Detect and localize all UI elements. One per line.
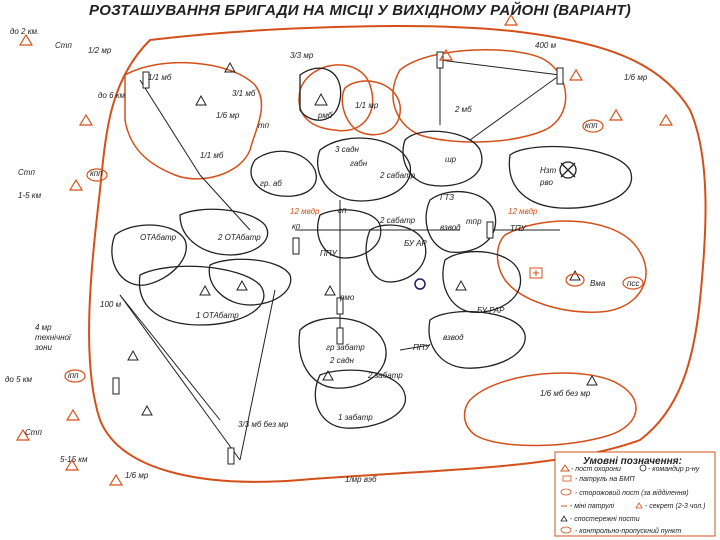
label-nbt: Нзт	[540, 166, 556, 175]
map-title: РОЗТАШУВАННЯ БРИГАДИ НА МІСЦІ У ВИХІДНОМ…	[89, 2, 631, 19]
legend-item-0: - пост охорони	[571, 466, 621, 473]
routes	[119, 59, 561, 461]
label-tpr: тпр	[466, 217, 482, 226]
map-labels: до 2 км. Стп 1/2 мр 3/3 мр 400 м 1/6 мр …	[5, 27, 648, 484]
label-rmo: рмо	[339, 293, 355, 302]
label-first-mb: 1/1 мб	[148, 73, 172, 82]
area-top-left	[124, 61, 263, 180]
legend-item-1: - командир р-ну	[648, 465, 700, 473]
label-stp-bot: Стп	[25, 428, 42, 437]
legend-item-4: - міні патрулі	[570, 502, 615, 510]
area-top-center	[298, 64, 374, 132]
label-do-6km: до 6 км	[98, 91, 126, 100]
label-vzvod2: взвод	[443, 333, 464, 342]
label-gabn: габн	[350, 159, 368, 168]
rotation-icon	[414, 278, 426, 290]
label-three-one-mb: 3/1 мб	[232, 89, 256, 98]
label-ipp: іпп	[68, 371, 79, 380]
legend-item-3: - сторожовий пост (за відділення)	[575, 489, 689, 497]
label-two-sadn: 2 садн	[329, 356, 355, 365]
area-top-center-2	[341, 80, 401, 136]
label-dist-400: 400 м	[535, 41, 557, 50]
area-right-lower	[496, 220, 647, 313]
label-ppu2: ППУ	[413, 343, 431, 352]
area-top-right	[392, 49, 567, 143]
unit-areas	[111, 67, 633, 429]
label-two-mb: 2 мб	[454, 105, 472, 114]
label-rmb: рмб	[317, 111, 333, 120]
label-otabatr1: ОТАбатр	[140, 233, 177, 242]
label-bu-ar: БУ АР	[404, 239, 427, 248]
label-zone: зони	[34, 343, 52, 352]
label-three-sadn: 3 садн	[335, 145, 360, 154]
label-group-a: гр. аб	[260, 179, 282, 188]
legend-item-5: - секрет (2-3 чол.)	[645, 503, 705, 510]
label-tpu: ТПУ	[510, 224, 527, 233]
label-kp: кп	[292, 222, 301, 231]
label-half-km: 1/2 мр	[88, 46, 112, 55]
label-otabatr2: 2 ОТАбатр	[217, 233, 261, 242]
label-tech-zone: технічної	[35, 333, 72, 342]
label-one-six-bot: 1/6 мр	[125, 471, 149, 480]
label-gtz: ГТЗ	[440, 193, 454, 202]
label-kpp-right: кпп	[585, 121, 598, 130]
brigade-perimeter	[88, 25, 707, 483]
label-ammo-100: 100 м	[100, 300, 122, 309]
medical-cross-icon	[529, 267, 543, 279]
label-sabn: 2 сабатр	[379, 171, 416, 180]
label-twelve-mb: 12 мвдр	[290, 207, 320, 216]
label-sbabatr: 2 сабатр	[379, 216, 416, 225]
label-mb-bez-right: 1/6 мб без мр	[540, 389, 591, 398]
unit-symbols	[112, 51, 564, 465]
legend-item-2: - патруль на БМП	[575, 476, 636, 483]
label-pss: псс	[627, 279, 639, 288]
legend-item-7: - контрольно-пропускний пункт	[575, 527, 681, 535]
label-three-zab: 2 забатр	[367, 371, 403, 380]
label-stp-left: Стп	[18, 168, 35, 177]
label-twelve-mb-r: 12 мвдр	[508, 207, 538, 216]
label-cp: сп	[338, 206, 347, 215]
kpp-marks	[64, 119, 644, 383]
label-otabatr3: 1 ОТАбатр	[196, 311, 239, 320]
label-mb-center: 1/1 мб	[200, 151, 224, 160]
label-tp: тп	[258, 121, 270, 130]
label-stp-top: Стп	[55, 41, 72, 50]
legend: Умовні позначення: - пост охорони - кома…	[554, 451, 716, 537]
area-bottom-right	[463, 372, 637, 447]
label-do-5km: до 5 км	[5, 375, 33, 384]
label-one-mr-bot: 1/мр вэб	[345, 475, 377, 484]
label-mb-top: 1/1 мр	[355, 101, 379, 110]
commander-cross-icon	[560, 162, 576, 178]
label-vzvod: взвод	[440, 223, 461, 232]
label-zab: гр забатр	[326, 343, 365, 352]
label-mb-bez-mr: 3/3 мб без мр	[238, 420, 289, 429]
legend-title: Умовні позначення:	[583, 456, 682, 467]
label-top-left-2km: до 2 км.	[10, 27, 39, 36]
perimeter-posts	[15, 13, 674, 486]
label-sixth-mr: 1/6 мр	[624, 73, 648, 82]
label-shr: шр	[445, 155, 457, 164]
label-third-mr: 3/3 мр	[290, 51, 314, 60]
label-four-mr: 4 мр	[35, 323, 52, 332]
label-kpp-left: кпп	[90, 169, 103, 178]
label-rvo: рво	[539, 178, 553, 187]
label-km-515: 5-15 км	[60, 455, 88, 464]
label-one-six-mr: 1/6 мр	[216, 111, 240, 120]
label-ppu: ППУ	[320, 249, 338, 258]
legend-item-6: - спостережні пости	[570, 515, 640, 523]
label-km-15: 1-5 км	[18, 191, 42, 200]
label-one-zab: 1 забатр	[338, 413, 373, 422]
label-vma: Вма	[590, 279, 606, 288]
post-triangles	[127, 61, 598, 416]
label-bu-rap: БУ РАР	[477, 306, 505, 315]
